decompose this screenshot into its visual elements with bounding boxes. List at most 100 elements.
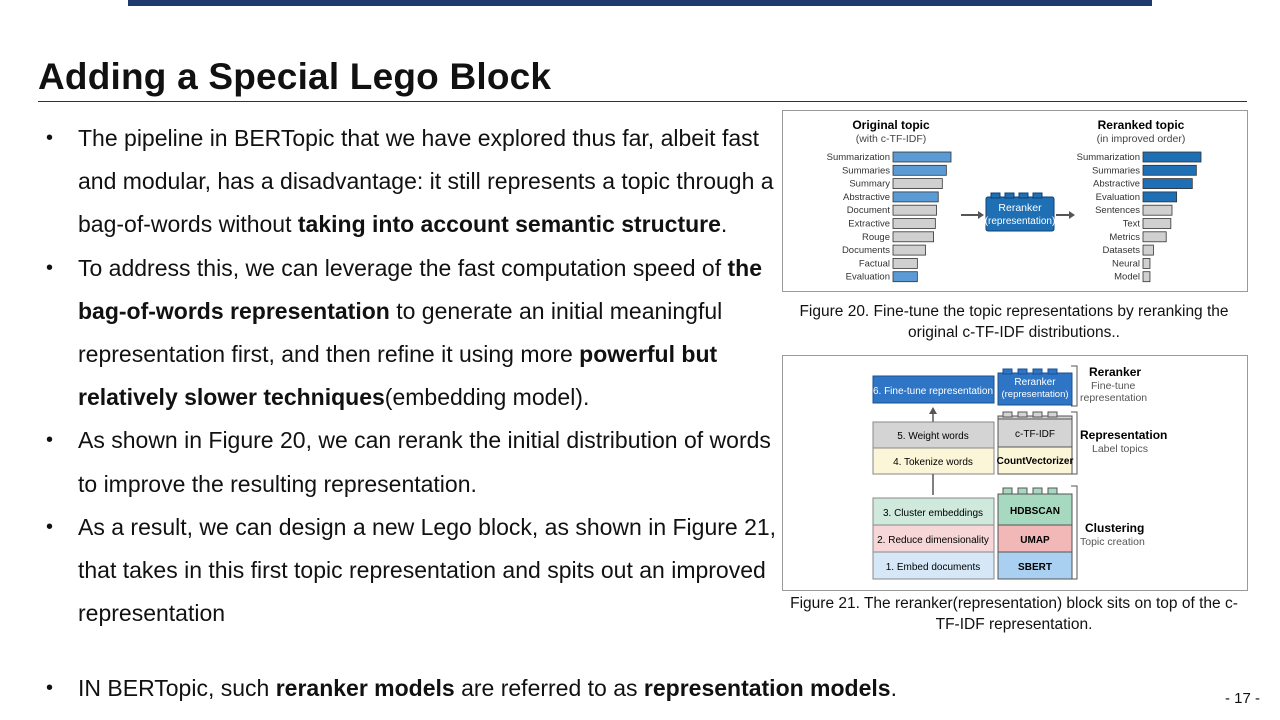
- arrow-out-head: [1069, 211, 1075, 219]
- reranked-word: Neural: [1112, 258, 1140, 269]
- original-word: Factual: [859, 258, 890, 269]
- bullet-bold-text: powerful but relatively slower technique…: [78, 341, 718, 411]
- reranked-word: Model: [1114, 272, 1140, 283]
- page-number: - 17 -: [1224, 690, 1260, 707]
- umap-label: UMAP: [1020, 535, 1050, 546]
- reranked-bar: [1142, 204, 1173, 216]
- bullet-text: to generate an initial meaningful repres…: [78, 297, 723, 368]
- reranked-word: Abstractive: [1093, 179, 1140, 190]
- reranked-bar: [1142, 191, 1178, 203]
- ctfidf-label: c-TF-IDF: [1015, 429, 1055, 440]
- group-representation-line1: Label topics: [1092, 443, 1148, 455]
- original-bar: [892, 191, 939, 203]
- reranker-bracket: [1071, 365, 1078, 407]
- group-reranker-line2: representation: [1080, 392, 1147, 404]
- bullet-text: As shown in Figure 20, we can rerank the…: [78, 427, 771, 497]
- bullet-text: .: [890, 675, 897, 701]
- reranked-word: Summaries: [1092, 165, 1140, 176]
- reranker-lego-block: Reranker (representation): [997, 368, 1073, 406]
- original-bar: [892, 204, 937, 216]
- bullet-text: are referred to as: [454, 675, 644, 701]
- bullet-item: As shown in Figure 20, we can rerank the…: [44, 419, 784, 505]
- group-clustering-title: Clustering: [1085, 521, 1144, 535]
- reranked-bar: [1142, 164, 1197, 176]
- bullet-bold-text: reranker models: [275, 675, 455, 701]
- arrow-in-head: [978, 211, 984, 219]
- representation-bracket: [1071, 411, 1078, 475]
- step-4-label: 4. Tokenize words: [893, 457, 973, 468]
- reranker-block-sublabel: (representation): [1001, 389, 1068, 400]
- bullet-text: As a result, we can design a new Lego bl…: [78, 513, 777, 627]
- top-accent-bar: [128, 0, 1152, 6]
- original-word: Extractive: [848, 219, 890, 230]
- sbert-label: SBERT: [1018, 562, 1052, 573]
- original-topic-subtitle: (with c-TF-IDF): [856, 133, 927, 145]
- step-3-box: [872, 497, 995, 526]
- original-bar: [892, 271, 918, 283]
- step-2-label: 2. Reduce dimensionality: [877, 535, 989, 546]
- title-divider: [38, 101, 1247, 102]
- group-clustering-line1: Topic creation: [1080, 536, 1145, 548]
- group-reranker-line1: Fine-tune: [1091, 380, 1136, 392]
- original-word: Document: [847, 205, 891, 216]
- reranked-word: Evaluation: [1096, 192, 1140, 203]
- reranked-bar: [1142, 231, 1167, 243]
- bullet-item: The pipeline in BERTopic that we have ex…: [44, 117, 784, 247]
- bullet-text: The pipeline in BERTopic that we have ex…: [78, 125, 774, 238]
- figure-21: 6. Fine-tune representation Reranker (re…: [782, 355, 1248, 591]
- original-word: Evaluation: [846, 272, 890, 283]
- original-bar: [892, 178, 943, 189]
- bullet-bold-text: representation models: [643, 675, 891, 701]
- figure-21-diagram: 6. Fine-tune representation Reranker (re…: [872, 365, 1167, 580]
- clustering-bracket: [1071, 485, 1078, 580]
- reranked-bar: [1142, 244, 1154, 256]
- reranked-bar: [1142, 257, 1151, 269]
- bullet-bold-text: the bag-of-words representation: [78, 254, 762, 324]
- reranker-block: Reranker (representation): [985, 192, 1056, 232]
- bullet-text: IN BERTopic, such: [78, 675, 276, 701]
- reranked-word: Summarization: [1077, 152, 1140, 163]
- reranker-label: Reranker: [998, 202, 1042, 214]
- countvectorizer-label: CountVectorizer: [997, 456, 1074, 467]
- bullet-text: (embedding model).: [384, 384, 590, 411]
- reranker-block-label: Reranker: [1014, 377, 1056, 388]
- hdbscan-label: HDBSCAN: [1010, 506, 1060, 517]
- bullet-item: IN BERTopic, such reranker models are re…: [44, 671, 1078, 705]
- original-word: Documents: [842, 245, 890, 256]
- original-bar: [892, 231, 934, 243]
- figure-21-caption: Figure 21. The reranker(representation) …: [790, 595, 1238, 633]
- original-bar: [892, 164, 947, 176]
- reranked-word: Text: [1123, 219, 1141, 230]
- step-6-box: [872, 375, 995, 404]
- bullet-bold-text: taking into account semantic structure: [297, 211, 721, 238]
- reranked-bar: [1142, 218, 1172, 229]
- step-3-label: 3. Cluster embeddings: [883, 508, 983, 519]
- group-reranker-title: Reranker: [1089, 365, 1141, 379]
- reranked-bar: [1142, 271, 1151, 283]
- representation-lego-block: c-TF-IDF CountVectorizer: [997, 411, 1074, 475]
- arrow-up-head: [929, 407, 937, 414]
- original-bar: [892, 244, 926, 256]
- original-bar: [892, 151, 952, 163]
- bullet-text: To address this, we can leverage the fas…: [78, 254, 728, 281]
- bullet-item: As a result, we can design a new Lego bl…: [44, 506, 784, 636]
- figure-20: Original topic (with c-TF-IDF) Reranked …: [782, 110, 1248, 292]
- step-4-box: [872, 447, 995, 475]
- original-bar: [892, 218, 936, 229]
- reranked-topic-subtitle: (in improved order): [1097, 133, 1186, 145]
- clustering-lego-block: HDBSCAN UMAP SBERT: [997, 487, 1073, 580]
- step-1-label: 1. Embed documents: [886, 562, 981, 573]
- slide-title: Adding a Special Lego Block: [38, 56, 552, 97]
- group-representation-title: Representation: [1080, 428, 1167, 442]
- bullet-text: .: [720, 211, 728, 238]
- bullet-list: The pipeline in BERTopic that we have ex…: [44, 117, 897, 705]
- original-word: Summary: [849, 179, 890, 190]
- bullet-item: To address this, we can leverage the fas…: [44, 247, 784, 420]
- figure-20-diagram: Original topic (with c-TF-IDF) Reranked …: [827, 118, 1202, 283]
- reranked-word: Metrics: [1109, 232, 1140, 243]
- step-5-label: 5. Weight words: [897, 431, 969, 442]
- step-1-box: [872, 551, 995, 580]
- step-6-label: 6. Fine-tune representation: [873, 386, 993, 397]
- reranker-sublabel: (representation): [985, 216, 1056, 227]
- reranked-bar: [1142, 151, 1202, 163]
